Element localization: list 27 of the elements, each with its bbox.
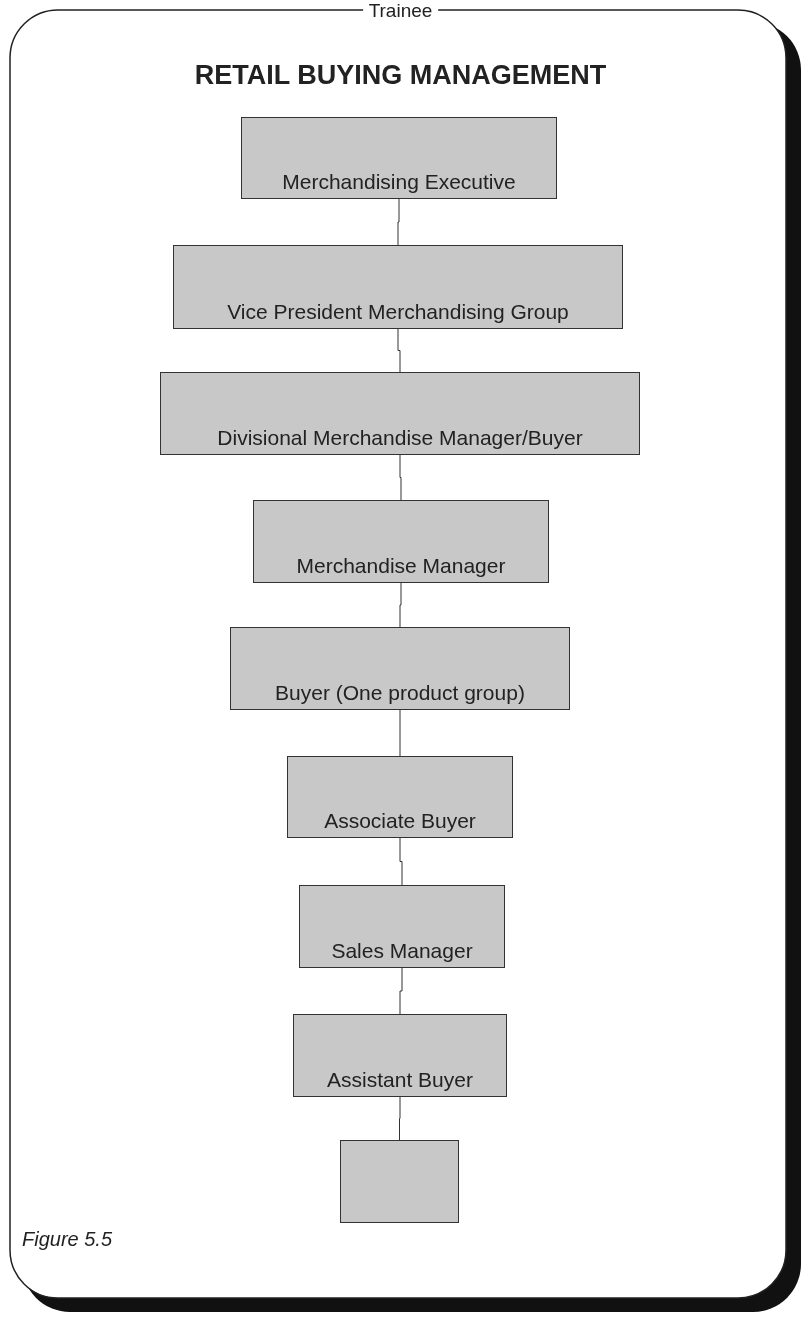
position-title: Assistant Buyer bbox=[327, 1068, 473, 1092]
position-box bbox=[160, 372, 640, 455]
position-title: Buyer (One product group) bbox=[275, 681, 525, 705]
position-title: Merchandising Executive bbox=[282, 170, 516, 194]
figure-caption: Figure 5.5 bbox=[22, 1228, 113, 1251]
connector-line bbox=[399, 1096, 401, 1141]
position-title: Sales Manager bbox=[331, 939, 473, 963]
position-box bbox=[299, 885, 505, 968]
connector-line bbox=[399, 837, 403, 886]
position-box bbox=[253, 500, 549, 583]
connector-line bbox=[397, 198, 400, 246]
position-box bbox=[293, 1014, 507, 1097]
connector-line bbox=[397, 328, 401, 373]
connector-line bbox=[399, 454, 402, 501]
position-title: Merchandise Manager bbox=[296, 554, 506, 578]
position-box bbox=[173, 245, 623, 329]
diagram-title: RETAIL BUYING MANAGEMENT bbox=[194, 60, 607, 91]
connector-line bbox=[399, 967, 403, 1015]
position-title: Vice President Merchandising Group bbox=[227, 300, 569, 324]
connector-line bbox=[399, 709, 401, 757]
position-box bbox=[241, 117, 557, 199]
empty-box bbox=[340, 1140, 459, 1223]
position-box bbox=[287, 756, 513, 838]
position-title: Associate Buyer bbox=[324, 809, 476, 833]
position-box bbox=[230, 627, 570, 710]
connector-line bbox=[399, 582, 402, 628]
position-title: Divisional Merchandise Manager/Buyer bbox=[217, 426, 583, 450]
